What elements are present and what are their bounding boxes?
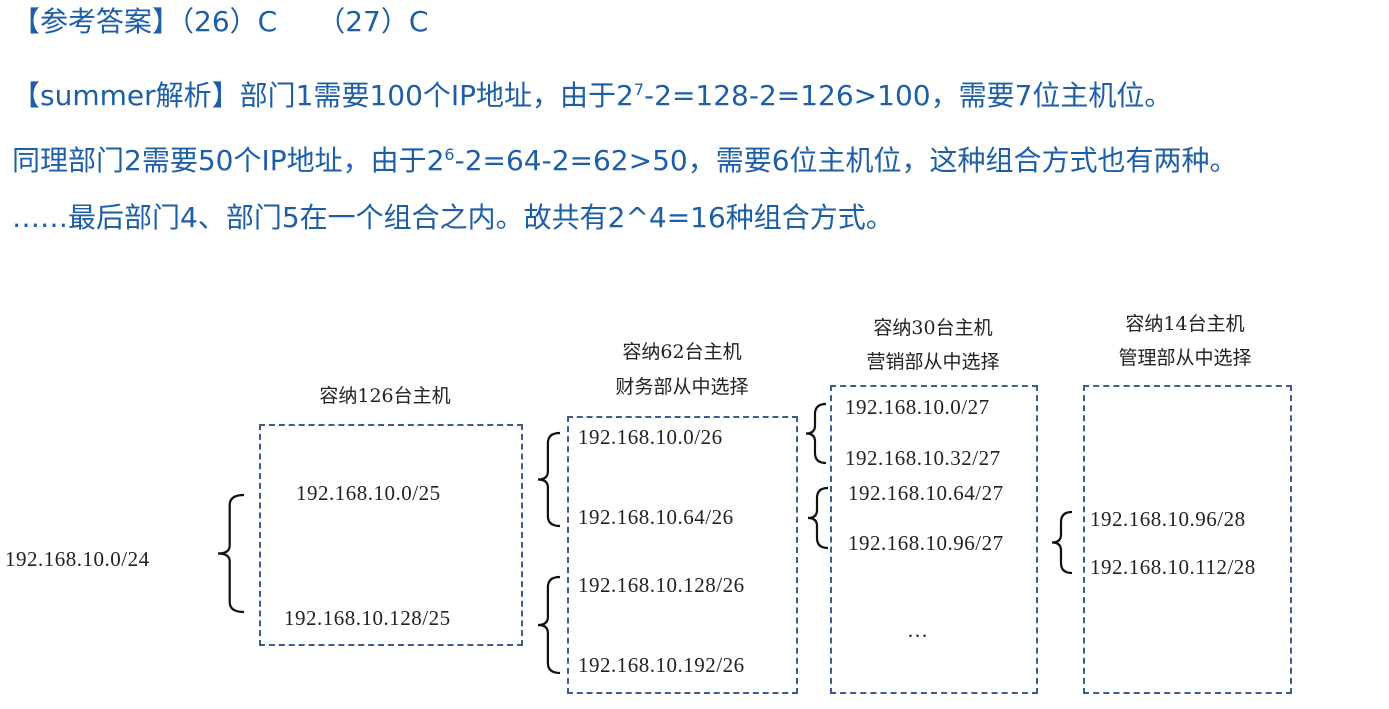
col4-title: 容纳14台主机 xyxy=(1125,313,1245,335)
exponent: 6 xyxy=(444,145,455,164)
ellipsis: … xyxy=(907,618,929,642)
analysis-line-2: 同理部门2需要50个IP地址，由于26-2=64-2=62>50，需要6位主机位… xyxy=(12,137,1238,179)
analysis-text: -2=64-2=62>50，需要6位主机位，这种组合方式也有两种。 xyxy=(454,144,1238,177)
analysis-text: 【summer解析】部门1需要100个IP地址，由于2 xyxy=(12,79,634,112)
col1-title: 容纳126台主机 xyxy=(319,385,451,407)
exponent: 7 xyxy=(633,80,645,99)
brace-icon xyxy=(1051,510,1073,575)
subnet-item: 192.168.10.0/26 xyxy=(578,425,723,449)
subnet-item: 192.168.10.64/27 xyxy=(848,481,1004,505)
analysis-text: 同理部门2需要50个IP地址，由于2 xyxy=(12,144,445,177)
subnet-item: 192.168.10.96/27 xyxy=(848,531,1004,555)
brace-icon xyxy=(537,431,561,528)
brace-icon xyxy=(805,402,827,465)
analysis-line-3: ……最后部门4、部门5在一个组合之内。故共有2^4=16种组合方式。 xyxy=(12,201,894,234)
col2-subtitle: 财务部从中选择 xyxy=(615,376,749,398)
brace-icon xyxy=(217,493,245,614)
col1-box xyxy=(259,424,523,646)
subnet-item: 192.168.10.128/26 xyxy=(578,573,745,597)
analysis-line-1: 【summer解析】部门1需要100个IP地址，由于27-2=128-2=126… xyxy=(12,72,1172,114)
col4-subtitle: 管理部从中选择 xyxy=(1118,347,1252,369)
col3-box xyxy=(830,385,1038,694)
col3-subtitle: 营销部从中选择 xyxy=(866,351,1000,373)
subnet-item: 192.168.10.32/27 xyxy=(845,446,1001,470)
col2-box xyxy=(567,416,798,694)
root-network: 192.168.10.0/24 xyxy=(5,547,150,571)
brace-icon xyxy=(807,486,829,550)
col2-title: 容纳62台主机 xyxy=(622,341,742,363)
subnet-item: 192.168.10.64/26 xyxy=(578,505,734,529)
answer-26: （26）C xyxy=(180,5,278,38)
analysis-text: -2=128-2=126>100，需要7位主机位。 xyxy=(644,79,1173,112)
answer-label: 【参考答案】 xyxy=(12,5,181,38)
col3-title: 容纳30台主机 xyxy=(873,317,993,339)
subnet-item: 192.168.10.96/28 xyxy=(1090,507,1246,531)
answer-27: （27）C xyxy=(317,5,429,38)
subnet-item: 192.168.10.112/28 xyxy=(1090,555,1256,579)
col4-box xyxy=(1083,385,1292,694)
brace-icon xyxy=(537,575,561,675)
answer-line: 【参考答案】（26）C （27）C xyxy=(12,4,428,40)
subnet-item: 192.168.10.0/25 xyxy=(296,481,441,505)
subnet-item: 192.168.10.0/27 xyxy=(845,395,990,419)
subnet-item: 192.168.10.128/25 xyxy=(284,606,451,630)
subnet-item: 192.168.10.192/26 xyxy=(578,653,745,677)
